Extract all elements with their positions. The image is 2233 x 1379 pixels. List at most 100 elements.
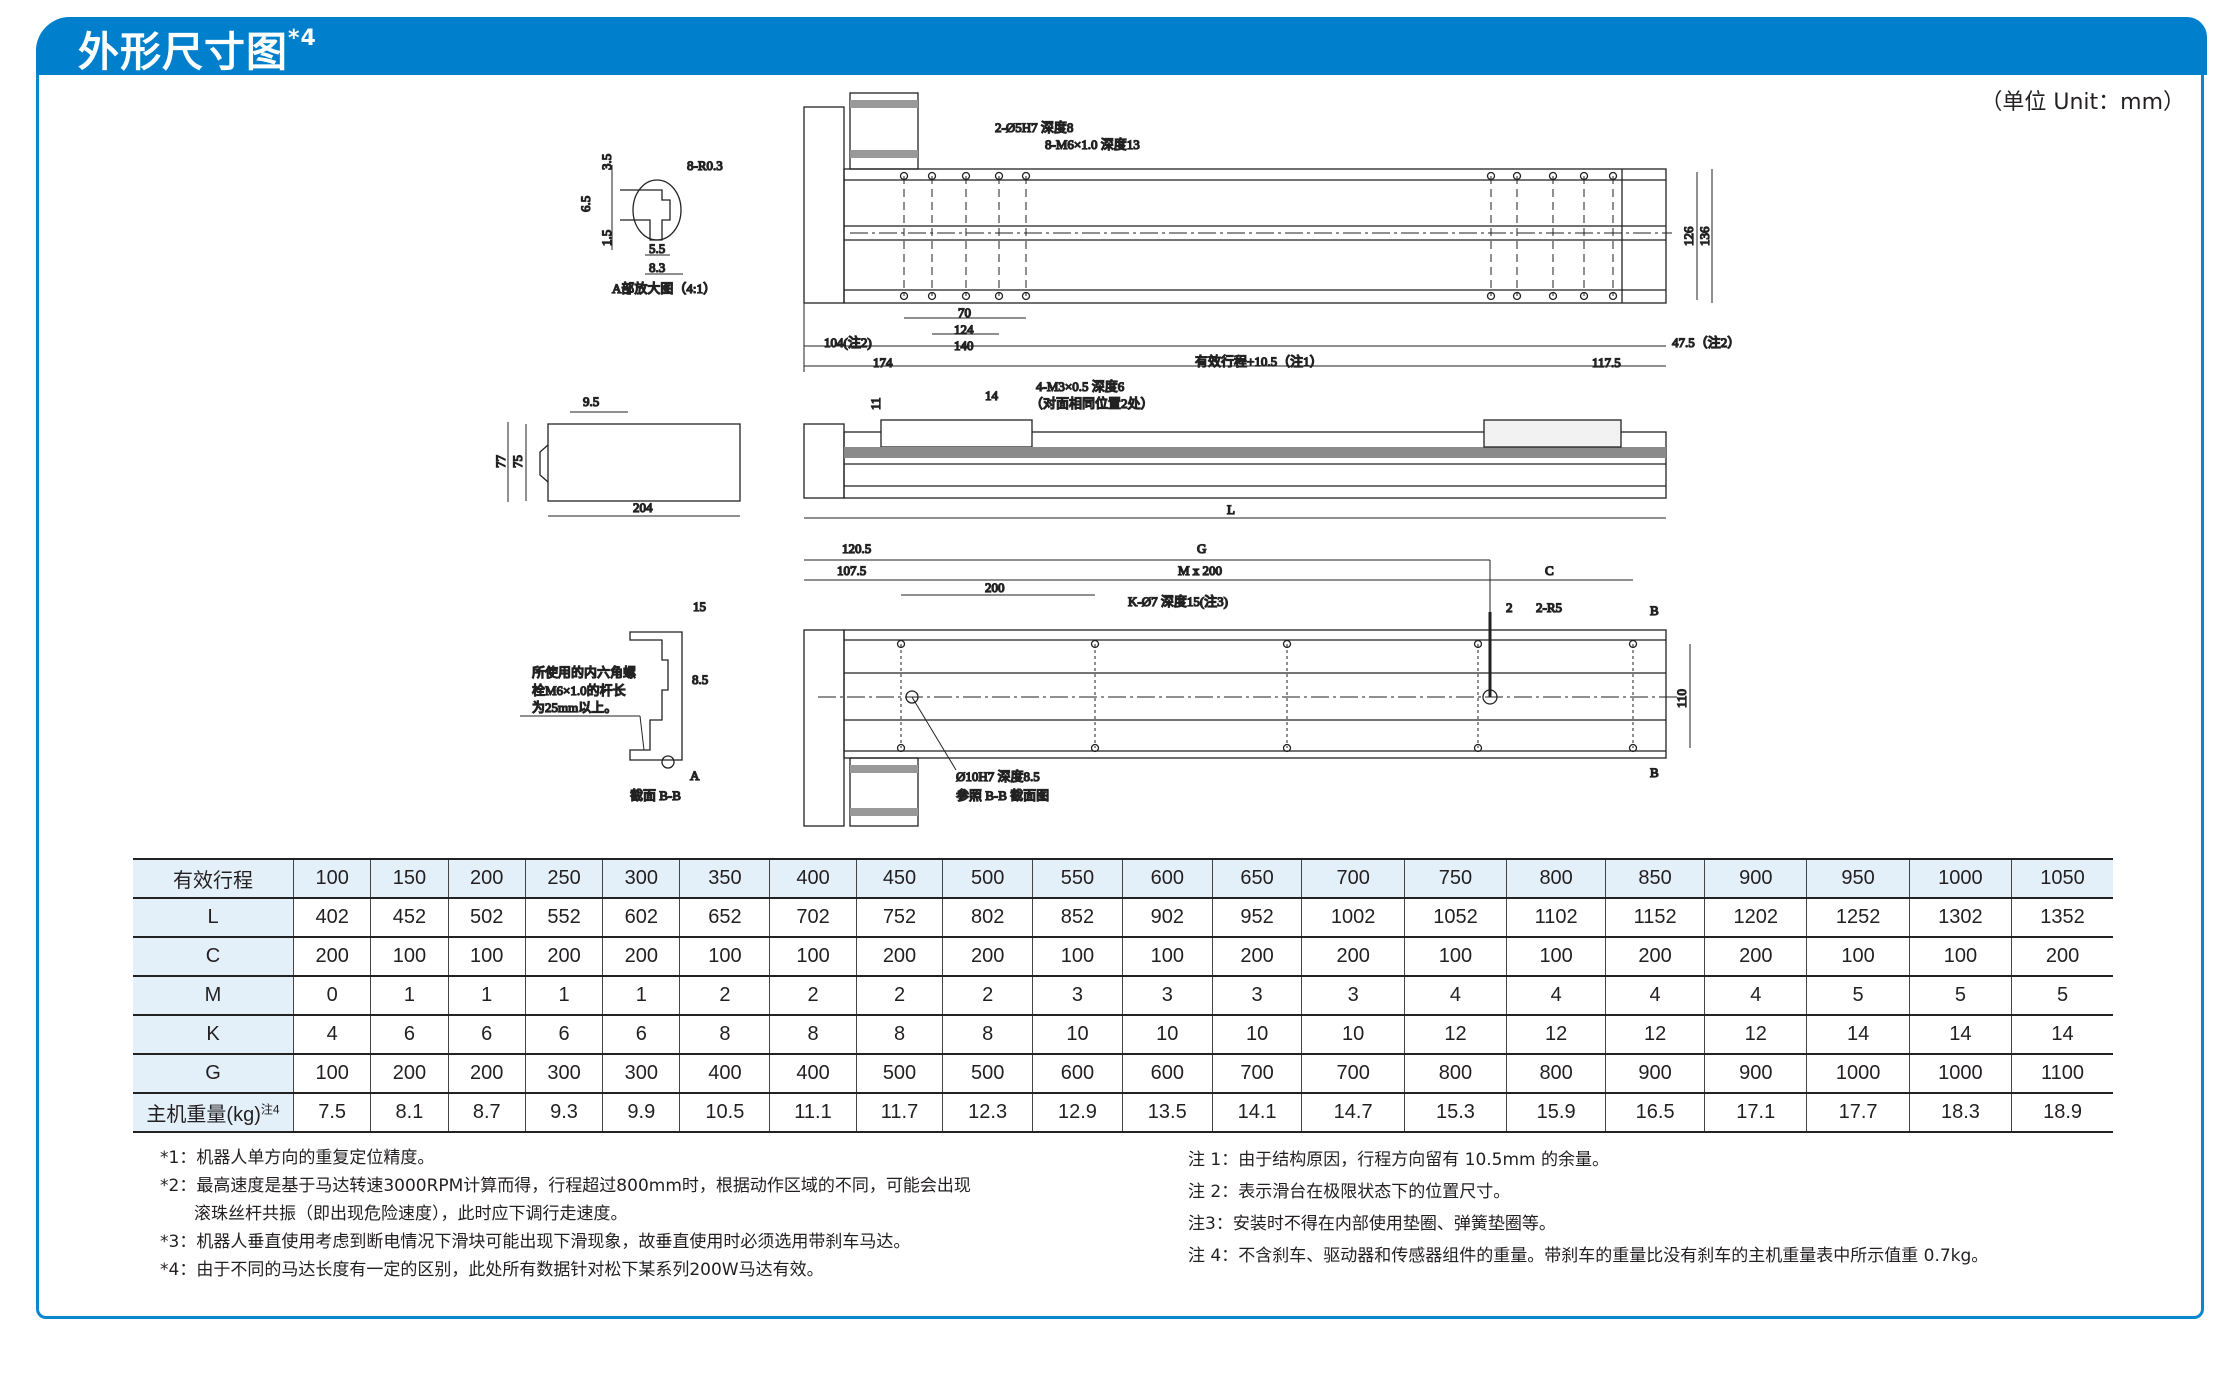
label-pin-hole: Ø10H7 深度8.5 [956, 769, 1040, 784]
label-m-x-200: M x 200 [1178, 563, 1222, 578]
table-cell: 750 [1403, 858, 1507, 899]
mounting-hole [1548, 291, 1558, 301]
table-cell: 3 [1301, 976, 1405, 1016]
label-stroke-plus: 有效行程+10.5（注1） [1195, 354, 1323, 369]
label-104: 104(注2) [824, 335, 872, 350]
table-cell: 900 [1704, 1054, 1807, 1094]
table-cell: 8 [769, 1015, 857, 1055]
table-cell: 4 [1506, 976, 1606, 1016]
label-6-5: 6.5 [578, 196, 593, 212]
label-1-5: 1.5 [599, 230, 614, 246]
mounting-hole [961, 291, 971, 301]
note-4: *4：由于不同的马达长度有一定的区别，此处所有数据针对松下某系列200W马达有效… [160, 1260, 824, 1280]
label-section-bb: 截面 B-B [630, 788, 681, 803]
table-cell: 1000 [1806, 1054, 1910, 1094]
table-cell: 150 [370, 858, 449, 899]
table-cell: 10 [1032, 1015, 1123, 1055]
table-cell: 500 [855, 1054, 943, 1094]
table-cell: 1 [370, 976, 449, 1016]
table-cell: 6 [524, 1015, 603, 1055]
table-cell: 902 [1121, 898, 1213, 938]
table-cell: 1 [602, 976, 680, 1016]
table-cell: 1050 [2011, 858, 2113, 899]
table-cell: 8 [942, 1015, 1033, 1055]
table-cell: 100 [370, 937, 449, 977]
mounting-hole [1512, 291, 1522, 301]
dimension-labels: 2-Ø5H7 深度8 8-M6×1.0 深度13 8-R0.3 3.5 6.5 … [492, 119, 1741, 803]
label-8-3: 8.3 [649, 260, 665, 275]
label-110: 110 [1674, 689, 1689, 708]
table-cell: 452 [370, 898, 449, 938]
table-cell: 2 [942, 976, 1033, 1016]
note-2: *2：最高速度是基于马达转速3000RPM计算而得，行程超过800mm时，根据动… [160, 1176, 971, 1196]
table-cell: 802 [942, 898, 1033, 938]
remark-4: 注 4：不含刹车、驱动器和传感器组件的重量。带刹车的重量比没有刹车的主机重量表中… [1188, 1246, 1989, 1266]
table-cell: 500 [942, 858, 1033, 899]
mounting-hole [1579, 291, 1589, 301]
table-cell: 10 [1211, 1015, 1302, 1055]
label-5-5: 5.5 [649, 241, 665, 256]
table-cell: 100 [292, 1054, 371, 1094]
table-cell: 402 [292, 898, 371, 938]
title-text: 外形尺寸图 [78, 28, 288, 76]
table-cell: 4 [1704, 976, 1807, 1016]
table-cell: 200 [370, 1054, 449, 1094]
detail-a-view [611, 165, 683, 275]
table-cell: 3 [1211, 976, 1302, 1016]
table-cell: 4 [1605, 976, 1705, 1016]
label-detail-a: A部放大图（4:1） [612, 281, 716, 296]
content-frame [36, 17, 2204, 1319]
table-cell: 15.3 [1403, 1093, 1507, 1133]
table-cell: 200 [855, 937, 943, 977]
remark-2: 注 2：表示滑台在极限状态下的位置尺寸。 [1188, 1182, 1511, 1202]
table-cell: 16.5 [1605, 1093, 1705, 1133]
table-cell: 700 [1211, 1054, 1302, 1094]
table-cell: 200 [292, 937, 371, 977]
label-70: 70 [958, 305, 971, 320]
table-cell: 300 [602, 858, 680, 899]
table-cell: 5 [1806, 976, 1910, 1016]
table-cell: 6 [370, 1015, 449, 1055]
table-cell: 200 [1704, 937, 1807, 977]
label-2-r5: 2-R5 [1536, 600, 1562, 615]
table-cell: 1000 [1908, 1054, 2012, 1094]
table-cell: 1252 [1806, 898, 1910, 938]
table-cell: 100 [292, 858, 371, 899]
label-204: 204 [633, 500, 653, 515]
row-header: 有效行程 [133, 858, 294, 899]
table-cell: 11.7 [855, 1093, 943, 1133]
table-cell: 9.3 [524, 1093, 603, 1133]
table-cell: 100 [1506, 937, 1606, 977]
table-cell: 300 [602, 1054, 680, 1094]
table-cell: 0 [292, 976, 371, 1016]
table-cell: 900 [1605, 1054, 1705, 1094]
top-view [803, 92, 1713, 372]
table-cell: 1202 [1704, 898, 1807, 938]
table-cell: 8 [855, 1015, 943, 1055]
label-75: 75 [510, 455, 525, 468]
table-cell: 18.9 [2011, 1093, 2113, 1133]
table-cell: 700 [1301, 1054, 1405, 1094]
label-m3-note: （对面相同位置2处） [1030, 396, 1154, 411]
mounting-hole [927, 291, 937, 301]
label-77: 77 [493, 455, 508, 469]
side-view [803, 419, 1667, 519]
label-8-5: 8.5 [692, 672, 708, 687]
table-cell: 8.1 [370, 1093, 449, 1133]
label-l: L [1227, 502, 1235, 517]
row-header: K [133, 1015, 294, 1055]
table-cell: 4 [292, 1015, 371, 1055]
label-124: 124 [954, 322, 974, 337]
table-cell: 300 [524, 1054, 603, 1094]
notes-left: *1：机器人单方向的重复定位精度。 *2：最高速度是基于马达转速3000RPM计… [160, 1144, 971, 1284]
base-hole [896, 639, 906, 649]
table-cell: 12 [1403, 1015, 1507, 1055]
table-cell: 17.1 [1704, 1093, 1807, 1133]
table-cell: 1352 [2011, 898, 2113, 938]
